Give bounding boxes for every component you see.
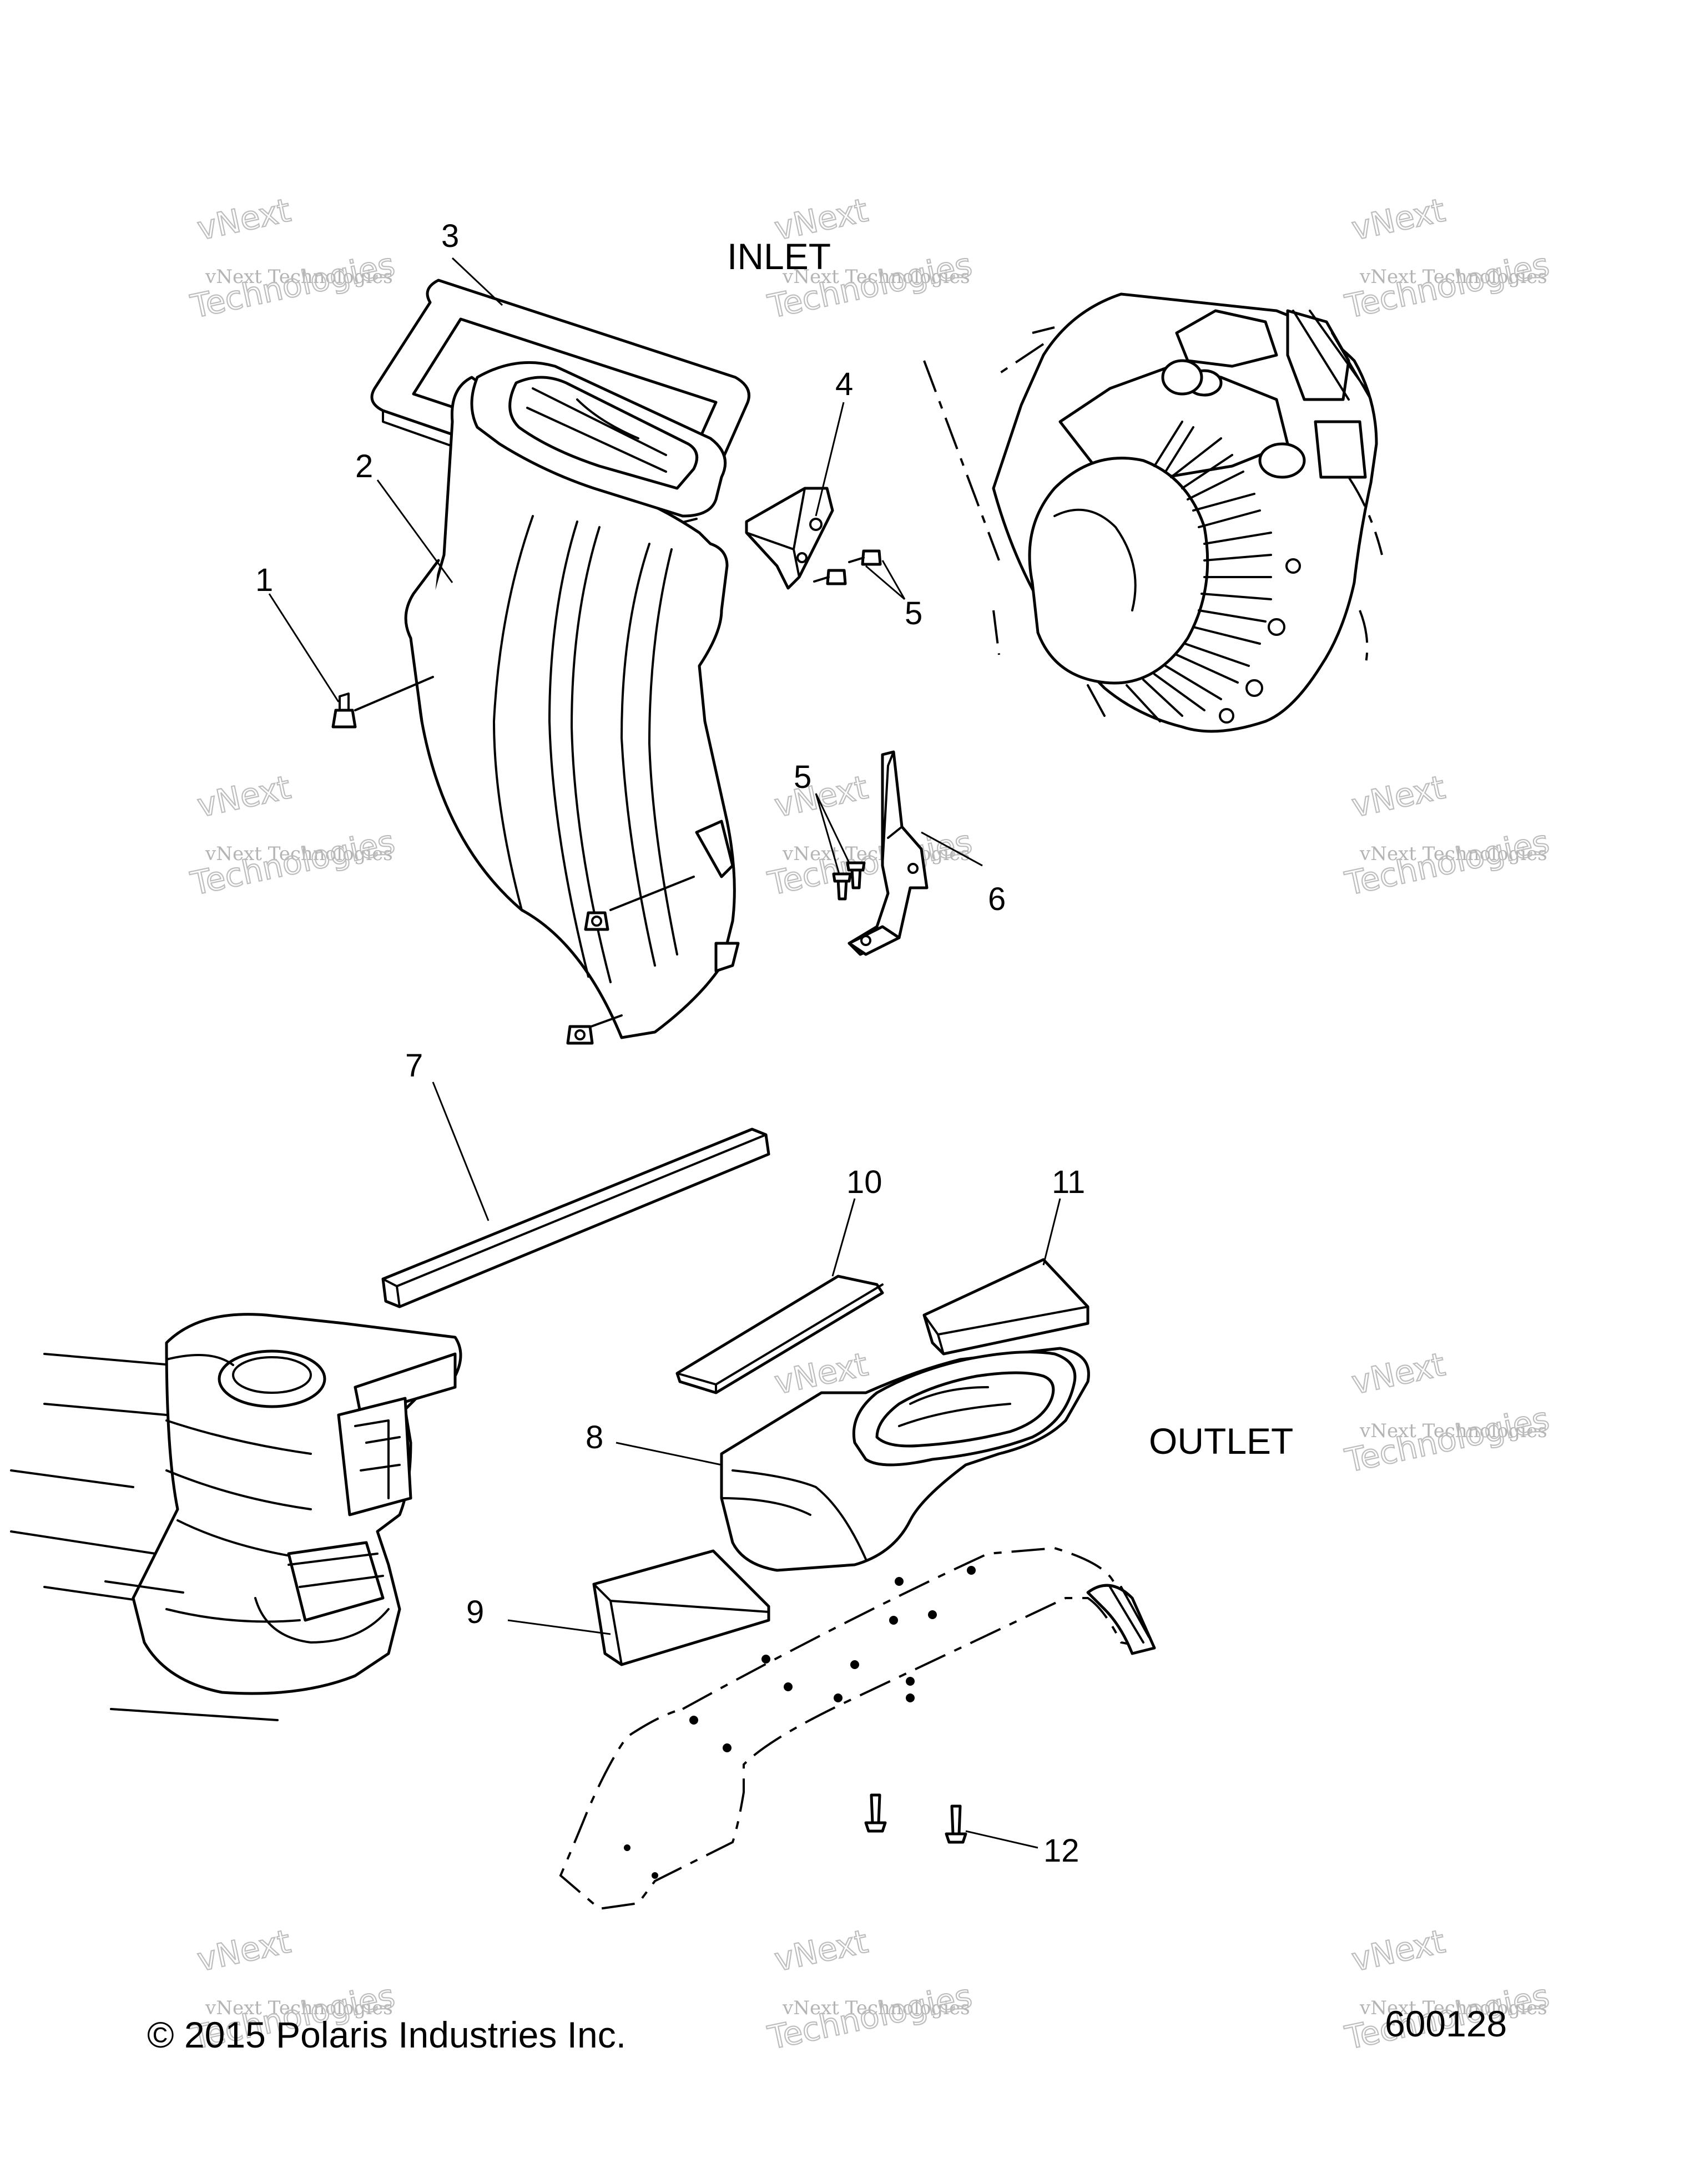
part-10-foam-pad bbox=[675, 1275, 884, 1394]
engine-cvt-housing bbox=[923, 292, 1383, 733]
callout-2: 2 bbox=[355, 448, 373, 484]
part-11-foam-pad bbox=[922, 1258, 1089, 1356]
watermark: vNext vNext Technologies Technologies bbox=[1341, 190, 1553, 326]
diagram-number: 600128 bbox=[1385, 2003, 1507, 2044]
svg-text:vNext Technologies: vNext Technologies bbox=[205, 266, 393, 288]
svg-text:vNext: vNext bbox=[1349, 769, 1449, 825]
engine-airbox bbox=[10, 1313, 462, 1721]
svg-text:Technologies: Technologies bbox=[765, 823, 976, 903]
part-8-outlet-duct bbox=[720, 1347, 1090, 1572]
part-1-screws bbox=[331, 676, 695, 1045]
part-9-foam-pad bbox=[592, 1549, 770, 1666]
watermark: vNext vNext Technologies Technologies bbox=[1341, 1344, 1553, 1480]
part-5-screws-lower bbox=[832, 861, 866, 901]
watermark: vNext vNext Technologies Technologies bbox=[1341, 767, 1553, 903]
part-2-inlet-duct bbox=[404, 361, 740, 1039]
callout-9: 9 bbox=[466, 1594, 484, 1630]
callout-5-lower: 5 bbox=[794, 759, 811, 795]
shroud-holes bbox=[624, 1566, 976, 1879]
inlet-label: INLET bbox=[727, 236, 831, 277]
callout-3: 3 bbox=[441, 218, 459, 254]
callout-5-upper: 5 bbox=[905, 595, 922, 631]
svg-text:vNext Technologies: vNext Technologies bbox=[205, 1997, 393, 2019]
callout-6: 6 bbox=[988, 881, 1006, 917]
watermark: vNext vNext Technologies Technologies bbox=[764, 1922, 976, 2057]
svg-text:Technologies: Technologies bbox=[188, 823, 398, 903]
svg-text:vNext Technologies: vNext Technologies bbox=[1359, 1420, 1547, 1442]
callouts: 3 2 1 4 5 5 6 7 10 11 8 9 12 bbox=[255, 218, 1085, 1869]
svg-text:vNext: vNext bbox=[1349, 1346, 1449, 1402]
part-5-screws-upper bbox=[813, 549, 882, 585]
part-6-bracket bbox=[848, 750, 929, 956]
svg-text:Technologies: Technologies bbox=[1342, 823, 1553, 903]
svg-text:Technologies: Technologies bbox=[188, 246, 398, 326]
svg-text:vNext: vNext bbox=[771, 769, 871, 825]
svg-text:vNext: vNext bbox=[194, 1923, 294, 1979]
part-12-screws bbox=[864, 1793, 967, 1844]
outlet-label: OUTLET bbox=[1149, 1420, 1293, 1462]
callout-11: 11 bbox=[1052, 1164, 1085, 1200]
callout-10: 10 bbox=[846, 1164, 882, 1200]
watermark: vNext vNext Technologies Technologies bbox=[186, 190, 398, 326]
svg-text:Technologies: Technologies bbox=[1342, 246, 1553, 326]
callout-1: 1 bbox=[255, 562, 273, 598]
callout-4: 4 bbox=[835, 366, 853, 402]
svg-text:vNext: vNext bbox=[1349, 1923, 1449, 1979]
svg-text:vNext Technologies: vNext Technologies bbox=[782, 843, 970, 865]
svg-text:vNext Technologies: vNext Technologies bbox=[782, 1997, 970, 2019]
svg-text:vNext Technologies: vNext Technologies bbox=[1359, 843, 1547, 865]
svg-text:vNext: vNext bbox=[194, 769, 294, 825]
part-4-bracket bbox=[745, 487, 834, 590]
callout-7: 7 bbox=[405, 1048, 423, 1084]
svg-text:vNext: vNext bbox=[1349, 191, 1449, 248]
part-7-foam-strip bbox=[381, 1128, 770, 1308]
callout-8: 8 bbox=[586, 1419, 603, 1455]
leader-lines bbox=[268, 257, 1061, 1849]
svg-text:vNext Technologies: vNext Technologies bbox=[1359, 1997, 1547, 2019]
svg-text:vNext: vNext bbox=[771, 1923, 871, 1979]
svg-text:vNext: vNext bbox=[194, 191, 294, 248]
watermark: vNext vNext Technologies Technologies bbox=[186, 767, 398, 903]
svg-text:Technologies: Technologies bbox=[1342, 1400, 1553, 1480]
svg-text:vNext Technologies: vNext Technologies bbox=[205, 843, 393, 865]
svg-text:Technologies: Technologies bbox=[765, 1977, 976, 2057]
svg-text:vNext Technologies: vNext Technologies bbox=[1359, 266, 1547, 288]
callout-12: 12 bbox=[1043, 1833, 1080, 1869]
svg-text:vNext Technologies: vNext Technologies bbox=[782, 266, 970, 288]
copyright-text: © 2015 Polaris Industries Inc. bbox=[147, 2014, 626, 2055]
outlet-shroud bbox=[559, 1546, 1156, 1910]
